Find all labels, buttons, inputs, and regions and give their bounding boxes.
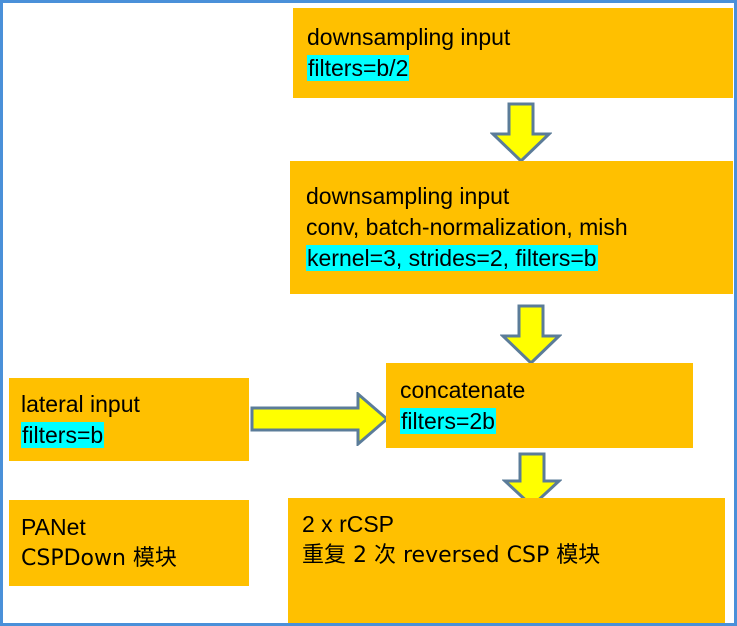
highlight-filters-2b: filters=2b bbox=[400, 407, 496, 434]
box-rcsp: 2 x rCSP 重复 2 次 reversed CSP 模块 bbox=[288, 498, 725, 623]
box-rcsp-line2: 重复 2 次 reversed CSP 模块 bbox=[302, 543, 601, 568]
box-concatenate-line1: concatenate bbox=[400, 376, 526, 403]
box-lateral-input-line2: filters=b bbox=[21, 420, 249, 451]
highlight-filters-b: filters=b bbox=[21, 421, 105, 448]
box-downsampling-conv-line3: kernel=3, strides=2, filters=b bbox=[306, 243, 733, 274]
box-downsampling-input-line1: downsampling input bbox=[307, 24, 511, 50]
box-concatenate: concatenate filters=2b bbox=[386, 363, 693, 448]
box-downsampling-input: downsampling input filters=b/2 bbox=[293, 8, 733, 98]
box-downsampling-conv: downsampling input conv, batch-normaliza… bbox=[290, 161, 733, 294]
highlight-kernel-strides-filters: kernel=3, strides=2, filters=b bbox=[306, 245, 598, 271]
box-downsampling-input-line2: filters=b/2 bbox=[307, 53, 733, 84]
down-arrow-icon bbox=[502, 452, 562, 508]
box-rcsp-line1: 2 x rCSP bbox=[302, 511, 395, 537]
down-arrow-icon bbox=[500, 304, 562, 365]
box-panet-cspdown-line1: PANet bbox=[21, 514, 86, 540]
down-arrow-icon bbox=[490, 102, 552, 163]
highlight-filters-b-half: filters=b/2 bbox=[307, 55, 410, 81]
box-lateral-input-line1: lateral input bbox=[21, 390, 140, 417]
box-downsampling-conv-line2: conv, batch-normalization, mish bbox=[306, 214, 628, 240]
box-panet-cspdown-line2: CSPDown 模块 bbox=[21, 546, 177, 571]
box-panet-cspdown: PANet CSPDown 模块 bbox=[9, 500, 249, 586]
box-concatenate-line2: filters=2b bbox=[400, 406, 693, 437]
right-arrow-icon bbox=[250, 392, 390, 446]
box-lateral-input: lateral input filters=b bbox=[9, 378, 249, 461]
box-downsampling-conv-line1: downsampling input bbox=[306, 183, 510, 209]
